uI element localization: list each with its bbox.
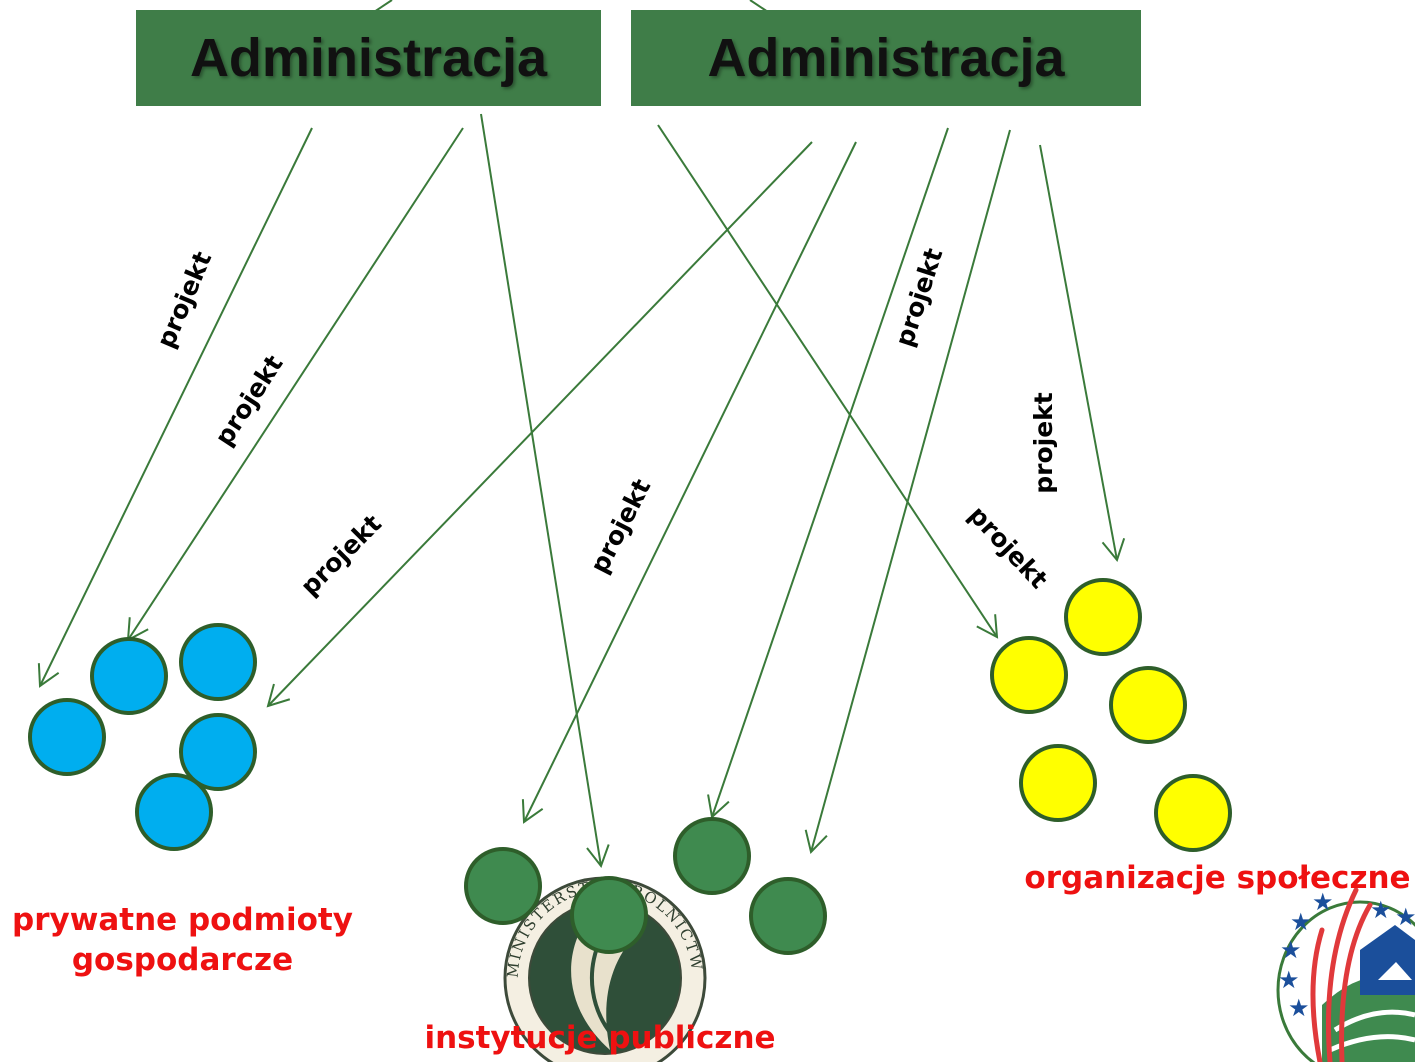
group-label-private: prywatne podmioty gospodarcze bbox=[12, 902, 353, 979]
entity-circle bbox=[28, 698, 106, 776]
star-icon: ★ ★ ★ ★ ★ ★ ★ bbox=[1278, 888, 1415, 1022]
edge-label-projekt: projekt bbox=[295, 509, 387, 601]
seal-text: MINISTERSTWO ROLNICTWA I ROZWOJU WSI bbox=[0, 0, 704, 978]
social-entities-group bbox=[990, 578, 1232, 852]
entity-circle bbox=[990, 636, 1068, 714]
administration-label: Administracja bbox=[707, 28, 1065, 88]
edge-label-projekt: projekt bbox=[151, 247, 217, 352]
arrow bbox=[804, 129, 1011, 855]
arrow bbox=[126, 127, 464, 642]
entity-circle bbox=[90, 637, 168, 715]
entity-circle bbox=[1019, 744, 1097, 822]
arrow bbox=[657, 124, 999, 639]
svg-text:★: ★ bbox=[1370, 896, 1392, 924]
public-entities-group bbox=[464, 817, 827, 955]
entity-circle bbox=[464, 847, 542, 925]
arrows bbox=[37, 113, 1126, 869]
arrow bbox=[521, 141, 857, 824]
svg-text:★: ★ bbox=[1280, 936, 1302, 964]
entity-circle bbox=[570, 876, 648, 954]
entity-circle bbox=[1109, 666, 1187, 744]
svg-text:★: ★ bbox=[1278, 966, 1300, 994]
edge-label-projekt: projekt bbox=[963, 500, 1053, 594]
edge-labels: projekt projekt projekt projekt projekt … bbox=[151, 245, 1058, 602]
svg-text:★: ★ bbox=[1395, 903, 1415, 931]
svg-text:★: ★ bbox=[1312, 888, 1334, 916]
arrow bbox=[266, 141, 813, 708]
arrow bbox=[37, 127, 313, 688]
edge-label-projekt: projekt bbox=[584, 474, 656, 578]
entity-circle bbox=[135, 773, 213, 851]
arrow bbox=[480, 113, 610, 869]
edge-label-projekt: projekt bbox=[209, 350, 289, 451]
edge-label-projekt: projekt bbox=[889, 245, 948, 351]
entity-circle bbox=[1064, 578, 1142, 656]
svg-text:MINISTERSTWO ROLNICTWA I ROZWO: MINISTERSTWO ROLNICTWA I ROZWOJU WSI bbox=[0, 0, 706, 978]
svg-text:★: ★ bbox=[1290, 908, 1312, 936]
entity-circle bbox=[179, 713, 257, 791]
administration-node-left: Administracja bbox=[136, 10, 601, 106]
rural-development-logo: ★ ★ ★ ★ ★ ★ ★ bbox=[1276, 887, 1415, 1062]
arrow bbox=[707, 127, 949, 819]
private-entities-group bbox=[28, 623, 257, 851]
edge-label-projekt: projekt bbox=[1029, 392, 1058, 494]
entity-circle bbox=[179, 623, 257, 701]
entity-circle bbox=[749, 877, 827, 955]
entity-circle bbox=[1154, 774, 1232, 852]
arrow bbox=[1039, 144, 1126, 563]
group-label-public: instytucje publiczne bbox=[424, 1020, 776, 1056]
administration-node-right: Administracja bbox=[631, 10, 1141, 106]
entity-circle bbox=[673, 817, 751, 895]
group-label-social: organizacje społeczne bbox=[1024, 860, 1411, 896]
administration-label: Administracja bbox=[189, 28, 548, 88]
svg-text:★: ★ bbox=[1288, 994, 1310, 1022]
